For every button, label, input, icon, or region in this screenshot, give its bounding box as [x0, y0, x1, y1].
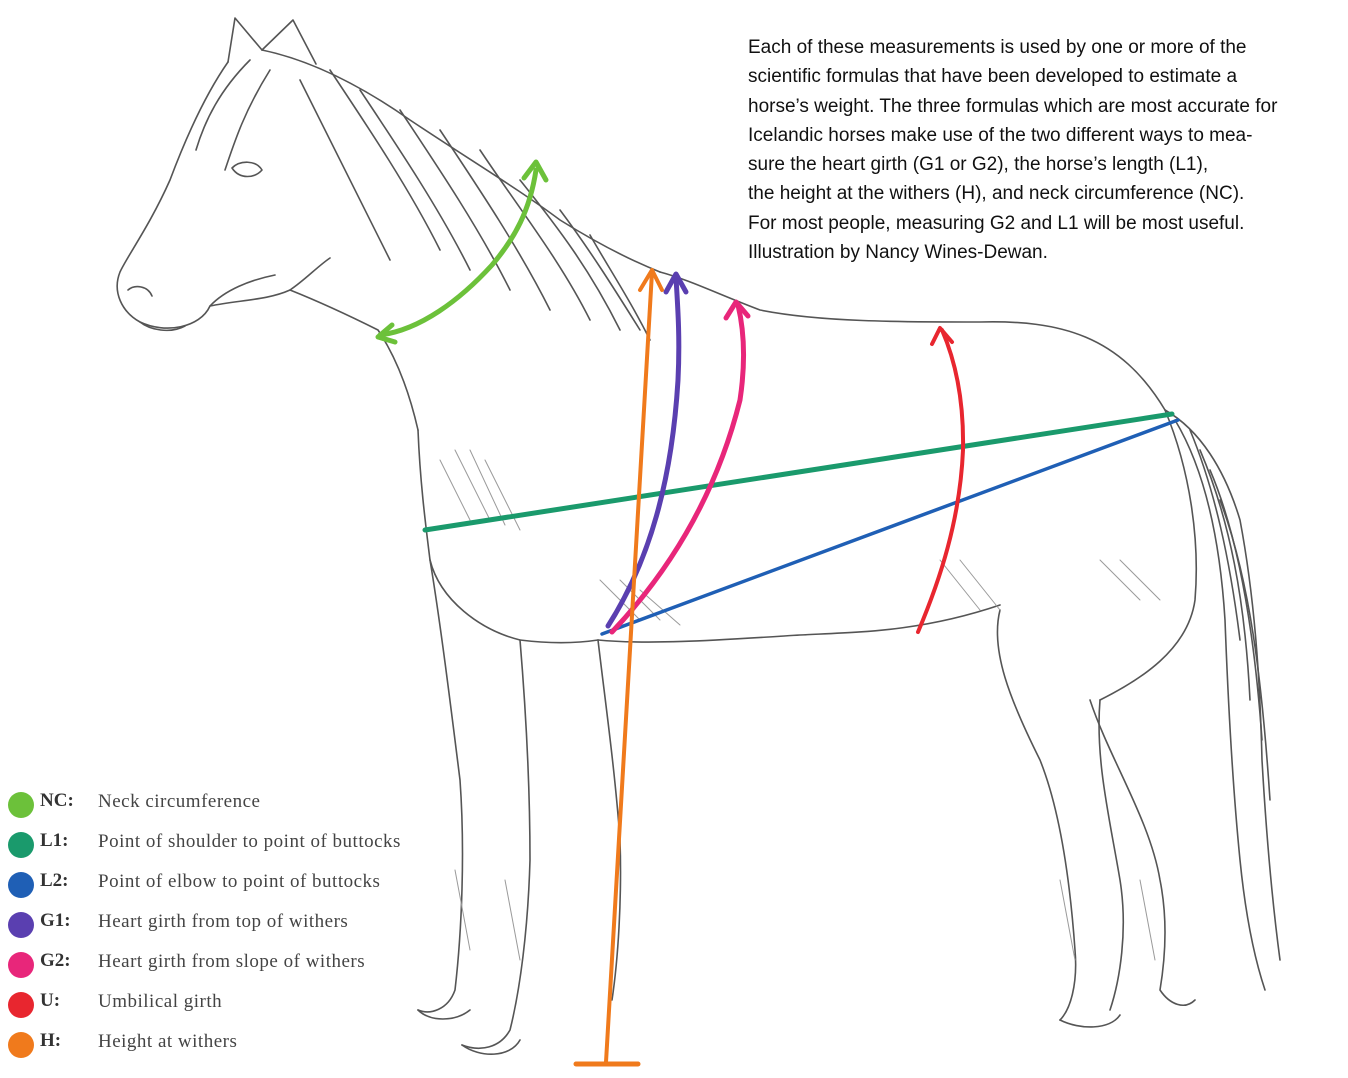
legend-item-h: H: Height at withers: [6, 1026, 476, 1066]
u-umbilical-girth-line: [918, 330, 963, 632]
legend-item-g1: G1: Heart girth from top of withers: [6, 906, 476, 946]
legend-color-dot: [8, 1032, 34, 1058]
legend-code: NC:: [40, 790, 74, 812]
legend-color-dot: [8, 992, 34, 1018]
legend-item-nc: NC: Neck circumference: [6, 786, 476, 826]
legend-label: Umbilical girth: [98, 991, 222, 1013]
l1-length-line: [425, 414, 1172, 530]
legend-color-dot: [8, 792, 34, 818]
legend-color-dot: [8, 912, 34, 938]
illustration-caption: Each of these measurements is used by on…: [748, 33, 1348, 267]
h-height-line: [606, 272, 652, 1062]
caption-line: the height at the withers (H), and neck …: [748, 179, 1348, 208]
legend-item-l1: L1: Point of shoulder to point of buttoc…: [6, 826, 476, 866]
legend-code: G1:: [40, 910, 71, 932]
legend-label: Heart girth from top of withers: [98, 911, 348, 933]
caption-line: Each of these measurements is used by on…: [748, 33, 1348, 62]
legend-label: Height at withers: [98, 1031, 237, 1053]
caption-line: Icelandic horses make use of the two dif…: [748, 121, 1348, 150]
legend-label: Point of elbow to point of buttocks: [98, 871, 380, 893]
legend-item-l2: L2: Point of elbow to point of buttocks: [6, 866, 476, 906]
legend-code: L2:: [40, 870, 69, 892]
caption-line: horse’s weight. The three formulas which…: [748, 92, 1348, 121]
legend-code: U:: [40, 990, 60, 1012]
legend-code: H:: [40, 1030, 61, 1052]
u-arrow-tip: [932, 328, 952, 344]
legend-label: Neck circumference: [98, 791, 260, 813]
caption-line: scientific formulas that have been devel…: [748, 62, 1348, 91]
legend-color-dot: [8, 952, 34, 978]
legend-code: G2:: [40, 950, 71, 972]
caption-line: For most people, measuring G2 and L1 wil…: [748, 209, 1348, 238]
legend-code: L1:: [40, 830, 69, 852]
legend-color-dot: [8, 832, 34, 858]
measurement-lines: [378, 162, 1178, 1064]
nc-neck-circumference-line: [380, 170, 536, 335]
measurement-legend: NC: Neck circumference L1: Point of shou…: [6, 786, 476, 1066]
legend-label: Point of shoulder to point of buttocks: [98, 831, 401, 853]
legend-label: Heart girth from slope of withers: [98, 951, 365, 973]
caption-line: Illustration by Nancy Wines-Dewan.: [748, 238, 1348, 267]
legend-color-dot: [8, 872, 34, 898]
legend-item-g2: G2: Heart girth from slope of withers: [6, 946, 476, 986]
caption-line: sure the heart girth (G1 or G2), the hor…: [748, 150, 1348, 179]
legend-item-u: U: Umbilical girth: [6, 986, 476, 1026]
